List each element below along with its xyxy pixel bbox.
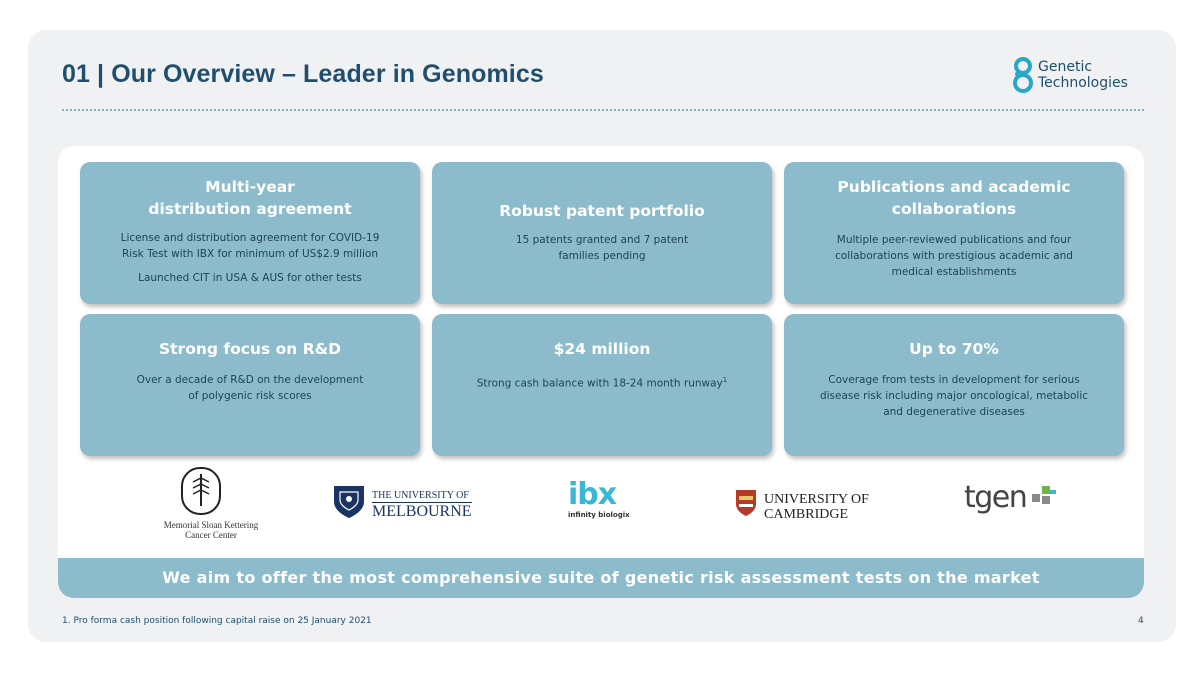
card-heading: Multi-year bbox=[205, 178, 295, 196]
msk-name: Cancer Center bbox=[185, 530, 237, 540]
card-text: Coverage from tests in development for s… bbox=[828, 374, 1080, 386]
card-text: disease risk including major oncological… bbox=[819, 390, 1089, 402]
cambridge-line-1: UNIVERSITY OF bbox=[764, 492, 869, 507]
ibx-logo: ibx infinity biologix bbox=[568, 480, 658, 528]
card-heading: Up to 70% bbox=[909, 340, 999, 358]
cambridge-crest-icon bbox=[736, 490, 756, 516]
msk-name: Memorial Sloan Kettering bbox=[163, 520, 259, 530]
card-text: Over a decade of R&D on the development bbox=[136, 374, 364, 386]
card-publications: Publications and academic collaborations… bbox=[784, 162, 1124, 304]
card-cash: $24 million Strong cash balance with 18-… bbox=[432, 314, 772, 456]
melbourne-logo: THE UNIVERSITY OF MELBOURNE bbox=[330, 484, 480, 524]
card-heading: Robust patent portfolio bbox=[499, 202, 705, 220]
genetic-technologies-logo: Genetic Technologies bbox=[1012, 54, 1142, 98]
card-patents: Robust patent portfolio 15 patents grant… bbox=[432, 162, 772, 304]
footnote: 1. Pro forma cash position following cap… bbox=[62, 616, 372, 626]
dotted-divider bbox=[62, 109, 1144, 111]
card-text: Strong cash balance with 18-24 month run… bbox=[476, 377, 723, 390]
melbourne-line-1: THE UNIVERSITY OF bbox=[372, 490, 469, 501]
card-text: families pending bbox=[558, 250, 646, 262]
cambridge-line-2: CAMBRIDGE bbox=[764, 507, 849, 522]
card-heading: Publications and academic bbox=[837, 178, 1071, 196]
dna-logo-icon bbox=[1013, 57, 1033, 93]
card-distribution: Multi-year distribution agreement Licens… bbox=[80, 162, 420, 304]
tgen-squares-icon bbox=[1032, 486, 1056, 504]
ibx-mark: ibx bbox=[568, 477, 617, 512]
card-heading: distribution agreement bbox=[148, 200, 352, 218]
logo-line-1: Genetic bbox=[1038, 59, 1093, 75]
card-text: and degenerative diseases bbox=[883, 406, 1025, 418]
cambridge-logo: UNIVERSITY OF CAMBRIDGE bbox=[734, 486, 874, 526]
msk-logo: Memorial Sloan Kettering Cancer Center bbox=[164, 466, 258, 546]
card-heading: $24 million bbox=[553, 340, 651, 358]
melbourne-crest-icon bbox=[334, 486, 364, 518]
card-text: collaborations with prestigious academic… bbox=[835, 250, 1073, 262]
mission-banner: We aim to offer the most comprehensive s… bbox=[58, 558, 1144, 598]
card-heading: Strong focus on R&D bbox=[158, 340, 342, 358]
page-title: 01 | Our Overview – Leader in Genomics bbox=[62, 60, 544, 88]
card-research: Strong focus on R&D Over a decade of R&D… bbox=[80, 314, 420, 456]
tgen-logo: tgen bbox=[964, 480, 1064, 520]
tgen-wordmark: tgen bbox=[964, 480, 1028, 515]
card-text: License and distribution agreement for C… bbox=[120, 232, 380, 244]
ibx-name: infinity biologix bbox=[568, 511, 630, 519]
card-text: medical establishments bbox=[891, 266, 1017, 278]
card-text: 15 patents granted and 7 patent bbox=[515, 234, 689, 246]
content-panel: Multi-year distribution agreement Licens… bbox=[58, 146, 1144, 598]
melbourne-line-2: MELBOURNE bbox=[372, 502, 472, 520]
card-text: Multiple peer-reviewed publications and … bbox=[836, 234, 1072, 246]
card-text: Risk Test with IBX for minimum of US$2.9… bbox=[121, 248, 378, 260]
card-text: of polygenic risk scores bbox=[188, 390, 312, 402]
slide: 01 | Our Overview – Leader in Genomics G… bbox=[28, 30, 1176, 642]
card-heading: collaborations bbox=[891, 200, 1017, 218]
footnote-marker: 1 bbox=[722, 376, 728, 384]
page-number: 4 bbox=[1138, 616, 1144, 626]
card-text: Launched CIT in USA & AUS for other test… bbox=[138, 272, 362, 284]
msk-emblem-icon bbox=[181, 467, 221, 515]
logo-line-2: Technologies bbox=[1038, 75, 1128, 91]
card-coverage: Up to 70% Coverage from tests in develop… bbox=[784, 314, 1124, 456]
